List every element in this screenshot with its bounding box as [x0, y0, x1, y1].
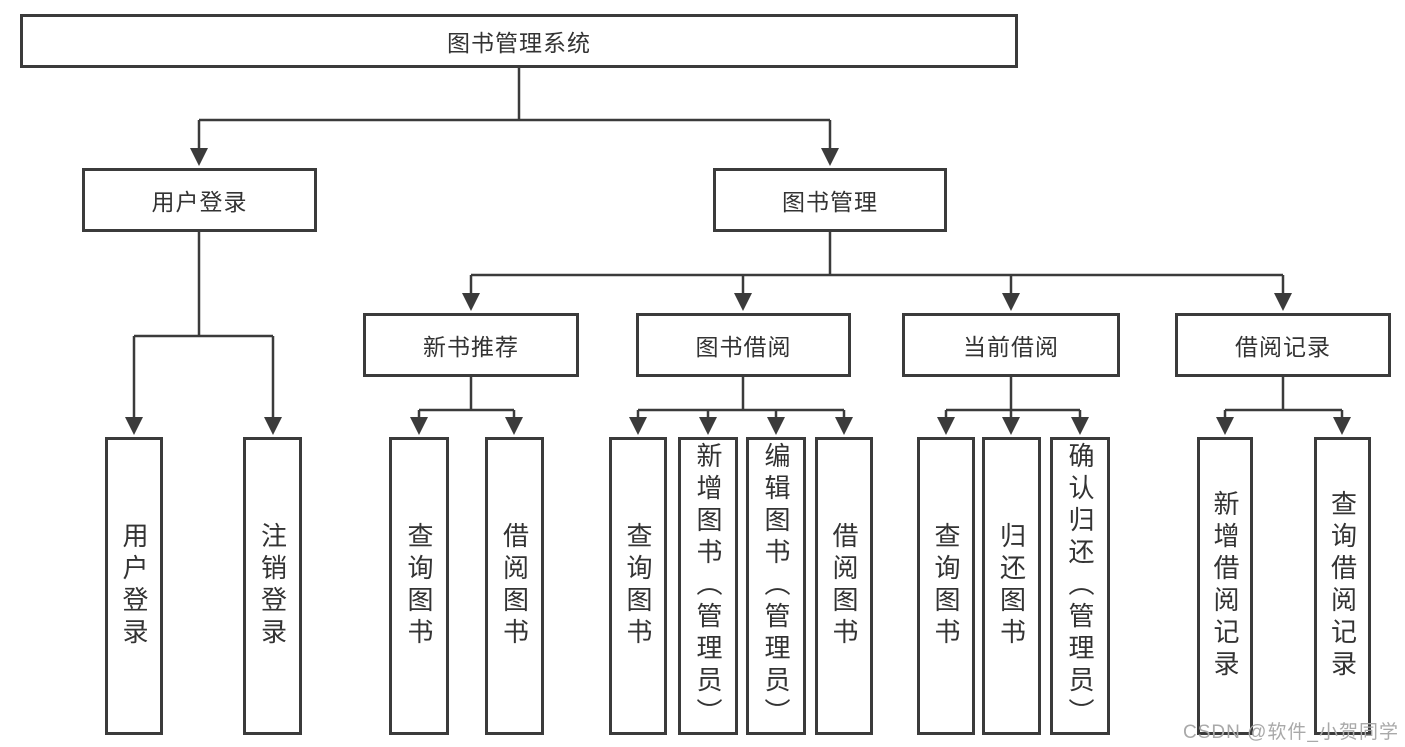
leaf-confirm-return-admin: 确认归还（管理员）: [1050, 437, 1110, 735]
connector-current-to-leaves: [937, 377, 1089, 435]
leaf-query-book-newbook: 查询图书: [389, 437, 449, 735]
leaf-label: 查询图书: [404, 522, 434, 650]
leaf-query-book-current: 查询图书: [917, 437, 975, 735]
node-user-login: 用户登录: [82, 168, 317, 232]
leaf-label: 编辑图书（管理员）: [761, 442, 791, 730]
node-book-borrow-label: 图书借阅: [695, 334, 792, 360]
node-current-borrow-label: 当前借阅: [963, 334, 1059, 360]
node-book-management: 图书管理: [713, 168, 947, 232]
leaf-label: 借阅图书: [499, 522, 530, 650]
leaf-return-book: 归还图书: [982, 437, 1041, 735]
node-user-login-label: 用户登录: [151, 189, 248, 215]
connector-root-to-level2: [190, 68, 839, 166]
leaf-label: 查询图书: [623, 522, 653, 650]
leaf-label: 查询借阅记录: [1327, 490, 1358, 682]
node-new-book-recommend: 新书推荐: [363, 313, 579, 377]
node-root-label: 图书管理系统: [447, 30, 591, 56]
node-book-management-label: 图书管理: [782, 189, 878, 215]
leaf-query-borrow-record: 查询借阅记录: [1314, 437, 1371, 735]
leaf-label: 新增借阅记录: [1210, 490, 1240, 682]
connector-bookmgmt-to-level3: [462, 232, 1292, 311]
node-root: 图书管理系统: [20, 14, 1018, 68]
connector-login-to-leaves: [125, 232, 282, 435]
leaf-borrow-book-newbook: 借阅图书: [485, 437, 544, 735]
leaf-user-login: 用户登录: [105, 437, 163, 735]
connector-newbook-to-leaves: [410, 377, 523, 435]
leaf-label: 注销登录: [257, 522, 288, 650]
connector-record-to-leaves: [1216, 377, 1351, 435]
node-current-borrow: 当前借阅: [902, 313, 1120, 377]
node-borrow-record-label: 借阅记录: [1235, 334, 1331, 360]
leaf-label: 新增图书（管理员）: [693, 442, 723, 730]
node-book-borrow: 图书借阅: [636, 313, 851, 377]
leaf-edit-book-admin: 编辑图书（管理员）: [746, 437, 806, 735]
node-borrow-record: 借阅记录: [1175, 313, 1391, 377]
csdn-watermark: CSDN @软件_小贺同学: [1183, 722, 1399, 743]
leaf-add-borrow-record: 新增借阅记录: [1197, 437, 1253, 735]
leaf-query-book-borrow: 查询图书: [609, 437, 667, 735]
leaf-label: 确认归还（管理员）: [1065, 442, 1095, 730]
connector-borrow-to-leaves: [629, 377, 853, 435]
leaf-label: 归还图书: [996, 522, 1027, 650]
node-new-book-recommend-label: 新书推荐: [423, 334, 519, 360]
leaf-label: 借阅图书: [829, 522, 859, 650]
leaf-add-book-admin: 新增图书（管理员）: [678, 437, 738, 735]
leaf-logout: 注销登录: [243, 437, 302, 735]
leaf-borrow-book-borrow: 借阅图书: [815, 437, 873, 735]
leaf-label: 用户登录: [119, 522, 149, 650]
leaf-label: 查询图书: [931, 522, 961, 650]
